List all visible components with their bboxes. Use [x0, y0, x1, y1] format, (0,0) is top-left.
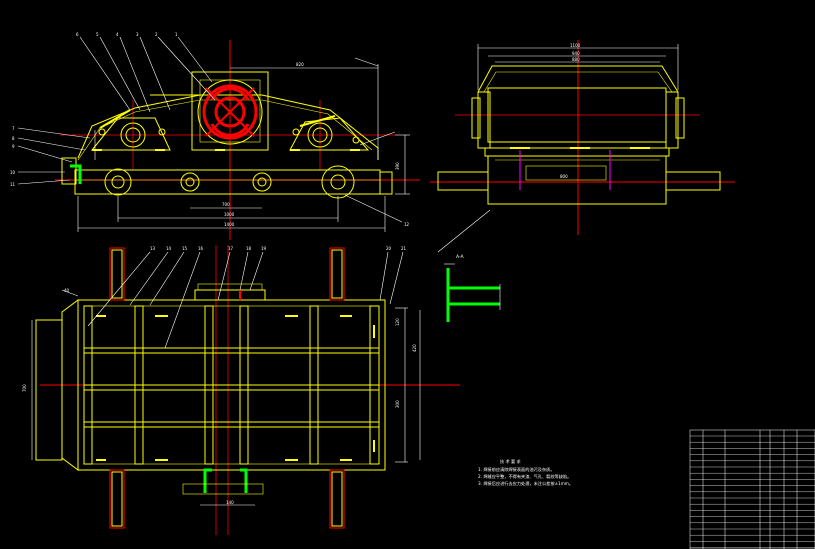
svg-text:880: 880	[572, 57, 580, 62]
svg-text:300: 300	[395, 400, 400, 408]
note-item: 2. 焊缝应平整，不得有夹渣、气孔、裂纹等缺陷。	[478, 474, 572, 479]
svg-text:16: 16	[198, 246, 204, 251]
svg-text:420: 420	[412, 344, 417, 352]
svg-text:700: 700	[222, 202, 230, 207]
svg-text:1400: 1400	[224, 222, 235, 227]
svg-text:20: 20	[386, 246, 392, 251]
svg-text:8: 8	[12, 136, 15, 141]
svg-text:11: 11	[10, 182, 16, 187]
svg-text:700: 700	[22, 384, 27, 392]
svg-text:3: 3	[136, 32, 139, 37]
svg-text:9: 9	[12, 144, 15, 149]
svg-text:12: 12	[404, 222, 410, 227]
svg-text:6: 6	[76, 32, 79, 37]
notes-heading: 技 术 要 求	[500, 459, 521, 464]
svg-text:820: 820	[296, 62, 304, 67]
svg-text:940: 940	[572, 51, 580, 56]
svg-text:13: 13	[150, 246, 156, 251]
section-detail	[444, 263, 501, 322]
plan-view: 700 120 300 420 140 40 13 14 15 16 17 18 19…	[22, 245, 460, 535]
svg-text:15: 15	[182, 246, 188, 251]
svg-text:21: 21	[401, 246, 407, 251]
svg-text:10: 10	[10, 170, 16, 175]
front-view: 1400 1000 700 820 390 6 5 4 3 2 1	[10, 32, 420, 240]
svg-text:120: 120	[395, 318, 400, 326]
svg-text:390: 390	[395, 162, 400, 170]
side-view: 1100 940 880 800	[430, 40, 735, 253]
svg-text:17: 17	[228, 246, 234, 251]
svg-text:1000: 1000	[224, 212, 235, 217]
svg-text:5: 5	[96, 32, 99, 37]
svg-text:1: 1	[175, 32, 178, 37]
svg-text:7: 7	[12, 126, 15, 131]
svg-text:2: 2	[155, 32, 158, 37]
svg-text:19: 19	[261, 246, 267, 251]
svg-text:18: 18	[246, 246, 252, 251]
note-item: 1. 焊接前应清除焊接表面的油污及杂质。	[478, 467, 555, 472]
note-item: 3. 焊接后应进行去应力处理，未注公差按±1mm。	[478, 481, 574, 486]
svg-text:14: 14	[166, 246, 172, 251]
svg-text:800: 800	[560, 174, 568, 179]
svg-text:40: 40	[64, 288, 70, 293]
svg-text:4: 4	[116, 32, 119, 37]
title-block	[689, 429, 815, 549]
svg-text:140: 140	[226, 500, 234, 505]
svg-text:1100: 1100	[570, 43, 581, 48]
title-block-rows	[690, 435, 815, 548]
